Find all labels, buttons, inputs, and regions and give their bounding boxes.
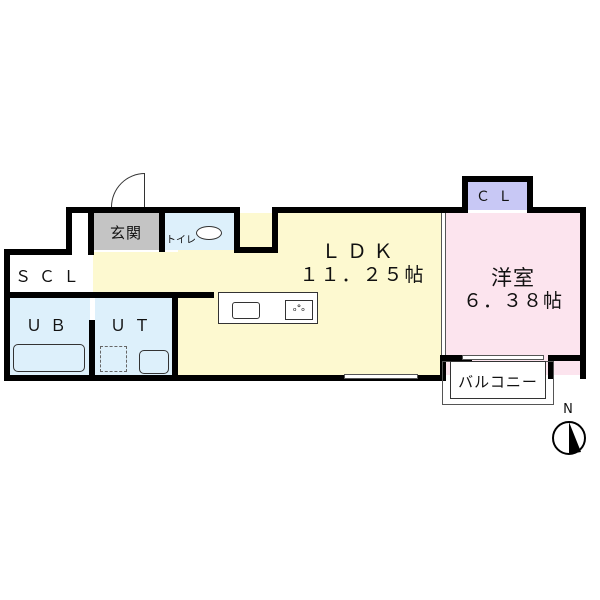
cl-room (466, 182, 530, 210)
wall (4, 249, 10, 379)
genkan-room (93, 212, 159, 250)
western-name: 洋室 (491, 266, 535, 290)
entrance-door[interactable] (111, 173, 145, 207)
ldk-window (344, 374, 418, 379)
wall (66, 207, 72, 255)
wall (88, 207, 94, 255)
wall (527, 207, 586, 213)
genkan-label: 玄関 (109, 224, 142, 242)
wall (272, 207, 462, 213)
wall (4, 249, 68, 255)
wall (550, 355, 586, 361)
washer-pan (100, 346, 127, 372)
wall (4, 292, 214, 298)
scl-room (8, 255, 90, 292)
western-window (462, 355, 544, 360)
wall (159, 207, 165, 252)
wall (234, 247, 274, 253)
wall (89, 320, 95, 377)
toilet-bowl (196, 226, 222, 240)
ub-room (10, 298, 90, 375)
western-size: ６．３８帖 (462, 290, 563, 312)
wall (442, 355, 472, 361)
wall (234, 207, 240, 252)
stove-icon: ₒ°ₒ (285, 300, 313, 320)
washbasin (139, 350, 169, 374)
compass-icon (551, 420, 587, 456)
hallway (93, 252, 218, 292)
ldk-size: １１．２５帖 (299, 264, 426, 286)
wall (66, 207, 240, 213)
wall (580, 207, 586, 379)
ub-label: ＵＢ (25, 316, 74, 335)
kitchen-sink (232, 302, 260, 319)
bathtub (13, 344, 85, 372)
wall (462, 176, 468, 213)
ut-label: ＵＴ (109, 316, 158, 335)
ldk-name: ＬＤＫ (321, 239, 399, 263)
wall (272, 207, 278, 253)
wall (172, 292, 178, 377)
sliding-partition[interactable] (441, 213, 446, 355)
ut-room (95, 298, 173, 375)
wall (4, 375, 444, 381)
cl-label: ＣＬ (476, 189, 520, 205)
toilet-label: トイレ (166, 235, 196, 246)
wall (440, 355, 446, 381)
balcony (450, 361, 546, 399)
western-room (446, 213, 580, 375)
wall (527, 176, 533, 213)
wall (548, 355, 554, 379)
balcony-label: バルコニー (458, 373, 538, 391)
compass-north-label: N (563, 402, 573, 417)
wall (462, 176, 533, 182)
ldk-upper (275, 213, 442, 253)
scl-label: ＳＣＬ (14, 267, 87, 286)
